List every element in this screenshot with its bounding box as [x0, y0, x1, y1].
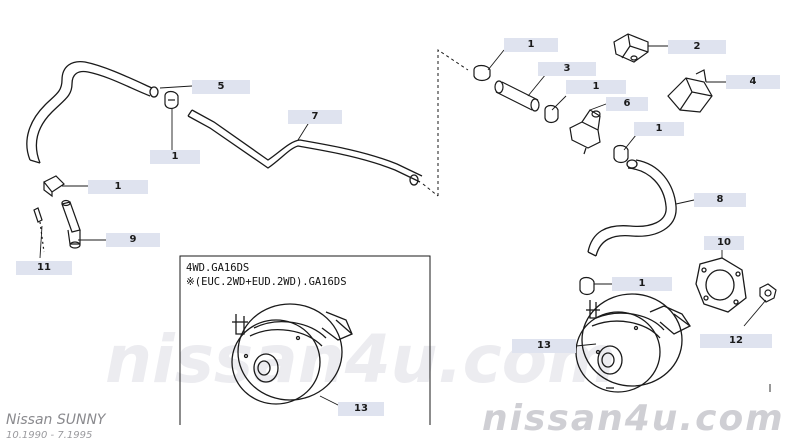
- callout-1-f: 1: [612, 277, 672, 291]
- callout-8: 8: [694, 193, 746, 207]
- callout-7: 7: [288, 110, 342, 124]
- callout-5: 5: [192, 80, 250, 94]
- callout-10: 10: [704, 236, 744, 250]
- callout-1-e: 1: [634, 122, 684, 136]
- section-divider: [437, 49, 469, 196]
- callout-6: 6: [606, 97, 648, 111]
- clip-1-d: [544, 104, 559, 124]
- connector-dash-7: [422, 183, 439, 197]
- callout-13-main: 13: [512, 339, 576, 353]
- inset-note-line2: ※(EUC.2WD+EUD.2WD).GA16DS: [186, 276, 347, 288]
- model-years: 10.1990 - 7.1995: [6, 430, 93, 441]
- pipe-3: [494, 80, 540, 112]
- clip-1-e: [613, 144, 629, 164]
- clip-1-a: [164, 90, 179, 110]
- callout-11: 11: [16, 261, 72, 275]
- hose-7: [187, 109, 423, 186]
- part-11: [33, 207, 45, 253]
- callout-1-d: 1: [566, 80, 626, 94]
- watermark-bottom-right: nissan4u.com: [482, 398, 785, 439]
- valve-9: [61, 199, 81, 249]
- gasket-10: [695, 257, 747, 313]
- hose-5: [26, 60, 159, 164]
- hose-8: [587, 159, 677, 257]
- callout-1-a: 1: [150, 150, 200, 164]
- clip-1-b: [43, 175, 65, 198]
- clip-1-c: [473, 64, 491, 82]
- nut-12: [759, 283, 777, 303]
- callout-12: 12: [700, 334, 772, 348]
- model-name: Nissan SUNNY: [6, 412, 106, 428]
- watermark-center: nissan4u.com: [105, 321, 616, 398]
- callout-2: 2: [668, 40, 726, 54]
- inset-frame: [179, 255, 431, 425]
- callout-1-b: 1: [88, 180, 148, 194]
- inset-note-line1: 4WD.GA16DS: [186, 262, 250, 274]
- leader-lines: [39, 45, 771, 413]
- callout-13-inset: 13: [338, 402, 384, 416]
- callout-9: 9: [106, 233, 160, 247]
- callout-1-c: 1: [504, 38, 558, 52]
- callout-4: 4: [726, 75, 780, 89]
- bracket-4: [667, 69, 713, 113]
- connector-2: [613, 33, 649, 63]
- brake-booster-13-main: [575, 293, 691, 393]
- brake-booster-13-inset: [231, 303, 353, 405]
- clip-1-f: [579, 276, 595, 296]
- callout-3: 3: [538, 62, 596, 76]
- valve-6: [569, 109, 601, 155]
